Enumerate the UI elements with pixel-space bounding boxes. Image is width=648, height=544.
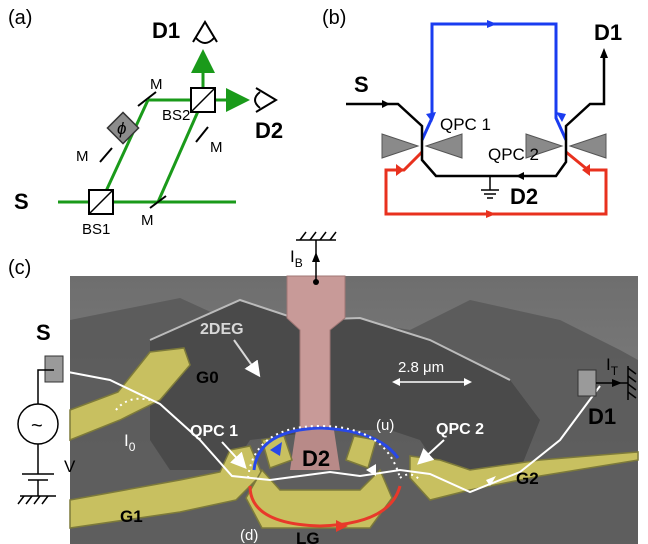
panel-a-source: S: [14, 189, 29, 214]
scale-label: 2.8 μm: [398, 359, 444, 376]
panel-b-source: S: [354, 72, 369, 97]
panel-b-qpc1: QPC 1: [440, 115, 491, 134]
panel-b-tag: (b): [322, 7, 346, 29]
panel-b-d1: D1: [594, 20, 622, 45]
gate-g2: [409, 451, 639, 501]
panel-c: (c): [8, 231, 639, 544]
arrow: [426, 112, 436, 122]
side-gates: [69, 347, 639, 529]
label-down: (d): [240, 527, 258, 544]
label-g1: G1: [120, 507, 143, 526]
detector-eyes: [192, 20, 278, 113]
label-qpc1: QPC 1: [190, 423, 238, 440]
panel-b-qpc2: QPC 2: [488, 145, 539, 164]
ib-lead: [296, 231, 337, 280]
label-qpc2: QPC 2: [436, 421, 484, 438]
panel-c-d2: D2: [302, 446, 330, 471]
mirror-label-4: M: [210, 139, 223, 156]
label-it: IT: [606, 355, 619, 378]
panel-a-d1: D1: [152, 18, 180, 43]
source-circuit: [17, 369, 59, 505]
beam-splitter-2: [190, 87, 216, 113]
label-g2: G2: [516, 469, 539, 488]
label-2deg: 2DEG: [200, 321, 244, 338]
panel-a-bs2: BS2: [162, 107, 190, 124]
mirror-label-1: M: [150, 76, 163, 93]
edge-channel: [67, 371, 601, 494]
mirror-label-3: M: [141, 212, 154, 229]
drain-contact: [577, 369, 597, 397]
label-ib: IB: [290, 247, 303, 270]
panel-c-source: S: [36, 320, 51, 345]
mirror-label-2: M: [76, 148, 89, 165]
label-v: V: [64, 457, 76, 476]
lower-arm: [248, 485, 402, 528]
ground-symbol: [481, 176, 499, 199]
phase-shifter: ϕ: [106, 111, 140, 145]
mesa-region: [150, 300, 540, 470]
panel-b-d2: D2: [510, 184, 538, 209]
panel-c-d1: D1: [588, 404, 616, 429]
ac-source-symbol: ~: [31, 415, 43, 437]
label-up: (u): [376, 417, 394, 434]
qpc-2-symbol: [525, 133, 607, 159]
svg-text:ϕ: ϕ: [117, 119, 126, 138]
label-i0: I0: [124, 431, 136, 454]
gate-lg: [245, 468, 393, 529]
mirrors: [99, 91, 209, 209]
panel-c-tag: (c): [8, 257, 31, 279]
label-lg: LG: [296, 529, 320, 544]
panel-a-tag: (a): [8, 7, 32, 29]
panel-b: (b): [322, 7, 622, 218]
beam-splitter-1: [88, 189, 114, 215]
panel-a: (a) ϕ: [8, 7, 283, 238]
source-contact: [44, 355, 64, 383]
upper-arm: [252, 426, 400, 471]
panel-a-bs1: BS1: [82, 221, 110, 238]
gate-g0: [69, 347, 191, 442]
qpc-1-symbol: [381, 133, 463, 159]
label-g0: G0: [196, 368, 219, 387]
panel-a-d2: D2: [255, 118, 283, 143]
dotted-paths: [115, 397, 421, 481]
